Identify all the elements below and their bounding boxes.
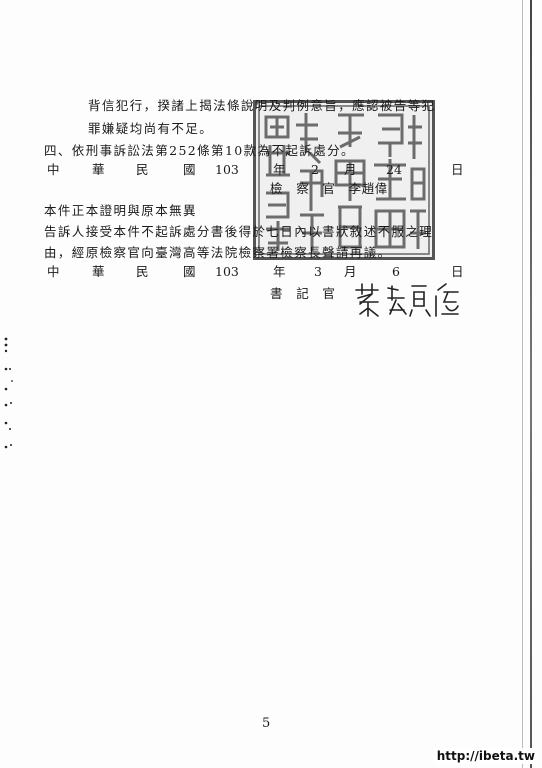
scan-edge	[530, 0, 532, 768]
date-char: 月	[344, 264, 357, 279]
decision-date: 中 華 民 國 103 年 2 月 24 日	[47, 162, 467, 178]
date-char: 國	[183, 162, 196, 177]
notice-line: 告訴人接受本件不起訴處分書後得於七日內以書狀敘述不服之理	[44, 224, 434, 239]
date-char: 月	[344, 162, 357, 177]
date-year: 103	[215, 162, 239, 177]
scan-edge-inner	[522, 0, 523, 768]
date-char: 日	[451, 162, 464, 177]
item-four: 四、依刑事訴訟法第252條第10款為不起訴處分。	[44, 143, 355, 158]
date-day: 24	[386, 162, 402, 177]
handwritten-signature	[355, 283, 459, 317]
body-paragraph-line: 背信犯行，揆諸上揭法條說明及判例意旨，應認被告等犯	[88, 98, 436, 113]
date-char: 民	[136, 162, 149, 177]
date-char: 華	[92, 264, 105, 279]
date-char: 華	[92, 162, 105, 177]
date-char: 年	[273, 162, 286, 177]
official-seal	[253, 100, 435, 260]
date-month: 2	[311, 162, 319, 177]
date-char: 日	[451, 264, 464, 279]
date-year: 103	[215, 264, 239, 279]
date-day: 6	[392, 264, 400, 279]
site-watermark: http://ibeta.tw	[433, 748, 538, 764]
body-paragraph-line: 罪嫌疑均尚有不足。	[88, 121, 214, 136]
date-month: 3	[314, 264, 322, 279]
notice-line: 由，經原檢察官向臺灣高等法院檢察署檢察長聲請再議。	[44, 245, 392, 260]
date-char: 中	[47, 162, 60, 177]
prosecutor-name: 檢 察 官 李趙偉	[270, 181, 388, 196]
date-char: 國	[183, 264, 196, 279]
seal-graphic	[258, 105, 430, 255]
certification-statement: 本件正本證明與原本無異	[44, 203, 197, 218]
issue-date: 中 華 民 國 103 年 3 月 6 日	[47, 264, 467, 280]
date-char: 中	[47, 264, 60, 279]
date-char: 年	[273, 264, 286, 279]
binding-marks	[4, 337, 13, 449]
clerk-label: 書 記 官	[270, 286, 336, 301]
date-char: 民	[136, 264, 149, 279]
page-number: 5	[262, 716, 271, 731]
